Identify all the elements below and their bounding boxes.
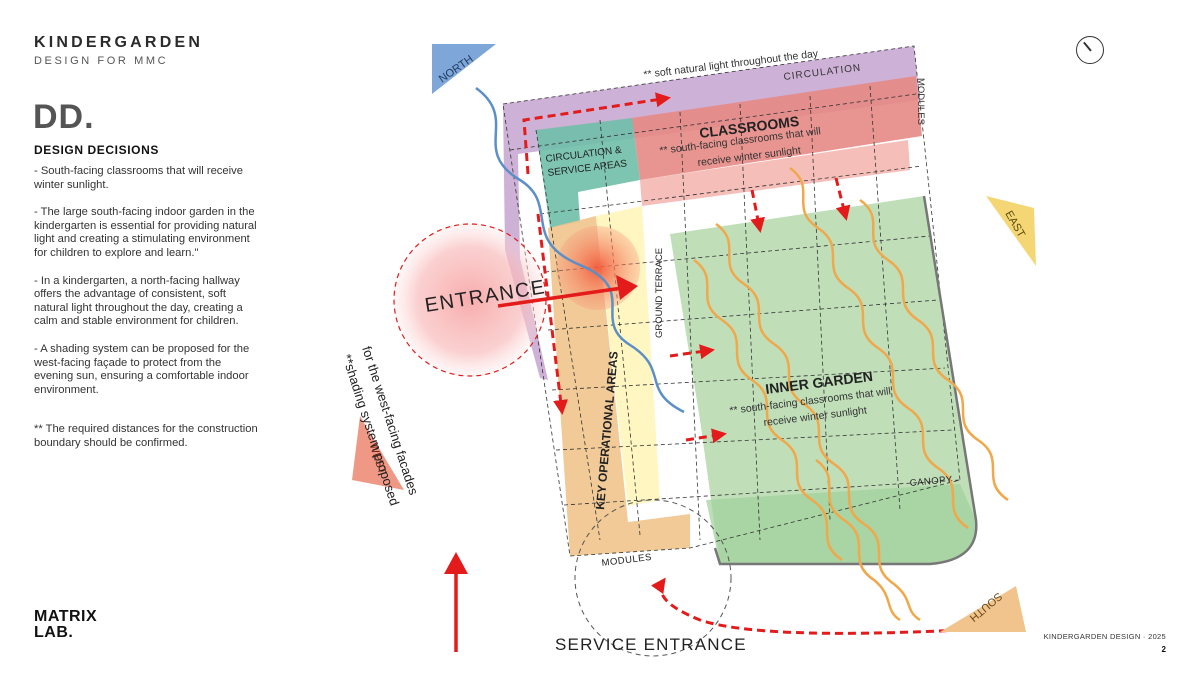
canopy-zone — [706, 484, 977, 564]
north-flag — [432, 44, 496, 94]
logo-line-1: MATRIX — [34, 608, 98, 625]
building-outline — [713, 195, 978, 566]
garden-zone — [670, 196, 977, 564]
modules-bottom-label: MODULES — [601, 552, 652, 569]
service-entrance-label: SERVICE ENTRANCE — [555, 635, 747, 654]
note-indoor-garden: - The large south-facing indoor garden i… — [34, 206, 257, 259]
circulation-service-zone — [536, 118, 640, 228]
circulation-paths — [522, 92, 961, 635]
logo-line-2: LAB. — [34, 624, 74, 641]
modules-right-label: MODULES — [915, 78, 926, 125]
brand-subtitle: DESIGN FOR MMC — [34, 55, 169, 67]
classrooms-lower-zone — [640, 140, 910, 206]
entrance-arrow-head — [616, 275, 638, 300]
south-flag — [940, 586, 1026, 632]
note-north-hallway: - In a kindergarten, a north-facing hall… — [34, 274, 243, 328]
section-title: DESIGN DECISIONS — [34, 143, 159, 157]
service-entrance-zone — [574, 499, 732, 657]
page-number: 2 — [1161, 645, 1166, 654]
west-flag — [352, 416, 404, 490]
footer-label: KINDERGARDEN DESIGN · 2025 — [1043, 632, 1166, 641]
design-notes: - South-facing classrooms that will rece… — [34, 165, 260, 465]
north-wind-path — [475, 86, 685, 414]
entrance-arrow — [497, 286, 623, 308]
service-arrow-head — [444, 552, 468, 574]
note-classrooms: - South-facing classrooms that will rece… — [34, 165, 243, 191]
brand-title: KINDERGARDEN — [34, 34, 204, 51]
sun-rays — [693, 166, 1009, 622]
compass-icon — [1076, 36, 1104, 64]
ground-terrace-label: GROUND TERRACE — [654, 248, 665, 338]
note-shading: - A shading system can be proposed for t… — [34, 342, 250, 396]
note-boundary: ** The required distances for the constr… — [34, 423, 258, 449]
east-flag — [986, 196, 1036, 266]
canopy-label: CANOPY — [909, 474, 953, 489]
section-code: DD. — [33, 98, 95, 136]
matrix-lab-logo: MATRIX LAB. — [34, 609, 97, 641]
classrooms-zone — [632, 76, 922, 180]
